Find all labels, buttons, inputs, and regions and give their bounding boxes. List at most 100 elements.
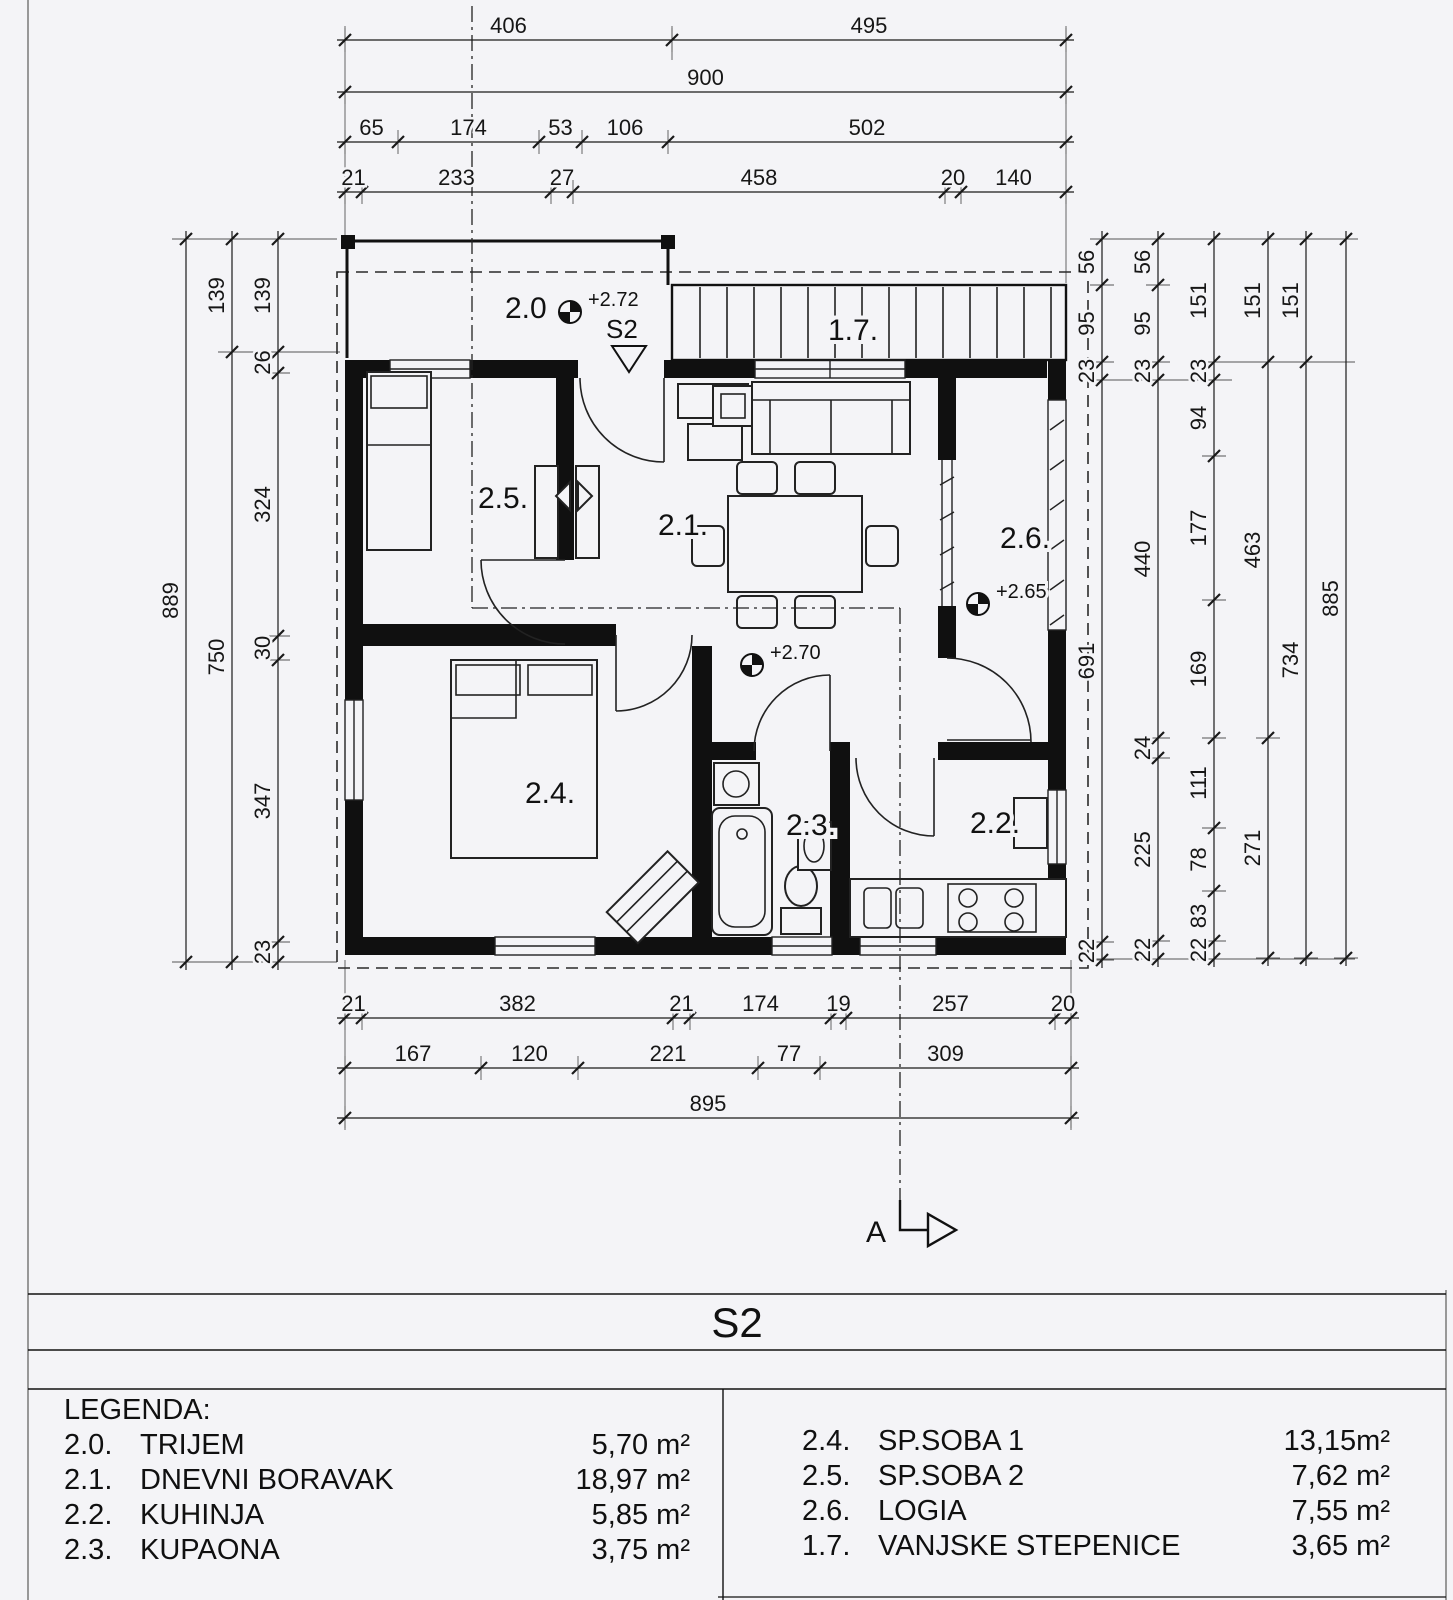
dim-label: 56	[1130, 250, 1155, 274]
room-area: 3,65 m²	[1291, 1530, 1390, 1562]
dim-label: 30	[250, 636, 275, 660]
room-label-bedroom-2: 2.5.	[478, 482, 528, 515]
legend-right-column: 2.4. SP.SOBA 1 13,15m² 2.5. SP.SOBA 2 7,…	[690, 1392, 1446, 1568]
title-band: S2	[28, 1293, 1446, 1600]
walls	[345, 360, 1066, 955]
dim-label: 56	[1074, 250, 1099, 274]
dim-chain-left-0: 889	[156, 231, 198, 970]
room-name: SP.SOBA 2	[878, 1460, 1025, 1492]
window-living-top	[754, 359, 906, 379]
porch-outline	[341, 235, 675, 358]
dim-label: 495	[851, 13, 888, 38]
dim-label: 734	[1278, 642, 1303, 679]
bathtub	[711, 807, 773, 936]
dim-label: 95	[1130, 311, 1155, 335]
legend-row-trijem: 2.0. TRIJEM 5,70 m²	[64, 1428, 690, 1463]
dim-label: 895	[690, 1091, 727, 1116]
dim-label: 151	[1186, 282, 1211, 319]
dim-label: 77	[777, 1041, 801, 1066]
section-label-top: S2	[606, 314, 638, 344]
bench	[605, 849, 701, 945]
dim-label: 23	[1186, 359, 1211, 383]
sheet-borders	[27, 0, 1447, 1600]
window-bathroom-bottom	[771, 936, 833, 956]
glazed-wall-loggia	[939, 460, 955, 606]
room-area: 5,70 m²	[591, 1429, 690, 1461]
dim-label: 106	[607, 115, 644, 140]
level-marker: +2.70	[740, 639, 824, 677]
level-value: +2.72	[588, 289, 639, 311]
room-area: 13,15m²	[1283, 1425, 1390, 1457]
room-code: 2.2.	[64, 1499, 113, 1531]
dim-label: 19	[826, 991, 850, 1016]
room-code: 2.0.	[64, 1429, 113, 1461]
dim-label: 347	[250, 783, 275, 820]
dim-label: 95	[1074, 311, 1099, 335]
dim-label: 23	[1130, 359, 1155, 383]
room-name: SP.SOBA 1	[878, 1425, 1025, 1457]
dim-label: 167	[395, 1041, 432, 1066]
bedroom1-bed	[450, 659, 598, 859]
section-lines	[471, 6, 959, 1249]
dim-label: 177	[1186, 510, 1211, 547]
dim-label: 20	[1051, 991, 1075, 1016]
dim-chain-bottom-2: 895	[337, 1089, 1079, 1130]
legend-heading: LEGENDA:	[64, 1394, 211, 1426]
room-name: DNEVNI BORAVAK	[140, 1464, 394, 1496]
dim-label: 151	[1240, 282, 1265, 319]
legend-row-vanjske-stepenice: 1.7. VANJSKE STEPENICE 3,65 m²	[802, 1529, 1390, 1564]
dim-label: 140	[995, 165, 1032, 190]
legend-row-sp-soba-2: 2.5. SP.SOBA 2 7,62 m²	[802, 1459, 1390, 1494]
bathroom-sink	[797, 821, 832, 871]
dim-label: 885	[1318, 580, 1343, 617]
level-marker: +2.72	[558, 286, 642, 324]
dim-label: 26	[250, 350, 275, 374]
dim-label: 24	[1130, 736, 1155, 760]
dim-label: 20	[941, 165, 965, 190]
dim-label: 502	[849, 115, 886, 140]
dim-label: 169	[1186, 651, 1211, 688]
room-name: LOGIA	[878, 1495, 967, 1527]
dim-chain-left-1: 139 750	[202, 231, 244, 970]
entry-door	[579, 377, 665, 463]
doors	[480, 377, 1032, 837]
dim-label: 750	[204, 639, 229, 676]
window-kitchen-right	[1047, 789, 1067, 865]
legend-row-dnevni-boravak: 2.1. DNEVNI BORAVAK 18,97 m²	[64, 1463, 690, 1498]
wardrobe	[534, 465, 600, 559]
loggia-door	[946, 657, 1032, 743]
legend-row-kuhinja: 2.2. KUHINJA 5,85 m²	[64, 1498, 690, 1533]
dim-label: 111	[1186, 766, 1211, 799]
dim-label: 139	[204, 277, 229, 314]
room-label-kitchen: 2.2.	[970, 807, 1020, 840]
room-area: 7,62 m²	[1291, 1460, 1390, 1492]
furniture	[366, 371, 1067, 945]
loggia-railing	[1047, 399, 1067, 631]
room-area: 5,85 m²	[591, 1499, 690, 1531]
dim-label: 257	[932, 991, 969, 1016]
toilet	[780, 865, 822, 935]
room-code: 2.5.	[802, 1460, 851, 1492]
dim-label: 889	[158, 582, 183, 619]
room-name: KUHINJA	[140, 1499, 265, 1531]
dim-label: 174	[450, 115, 487, 140]
room-area: 3,75 m²	[591, 1534, 690, 1566]
level-value: +2.70	[770, 642, 821, 664]
dim-label: 221	[650, 1041, 687, 1066]
level-value: +2.65	[996, 581, 1047, 603]
level-marker: +2.65	[966, 578, 1050, 616]
dim-label: 225	[1130, 831, 1155, 868]
dim-label: 21	[341, 165, 365, 190]
plan-title: S2	[711, 1299, 762, 1346]
dim-label: 151	[1278, 282, 1303, 319]
dim-label: 233	[438, 165, 475, 190]
section-label-bottom: A	[866, 1216, 886, 1249]
dim-label: 22	[1130, 938, 1155, 962]
bedroom2-door	[480, 559, 566, 645]
